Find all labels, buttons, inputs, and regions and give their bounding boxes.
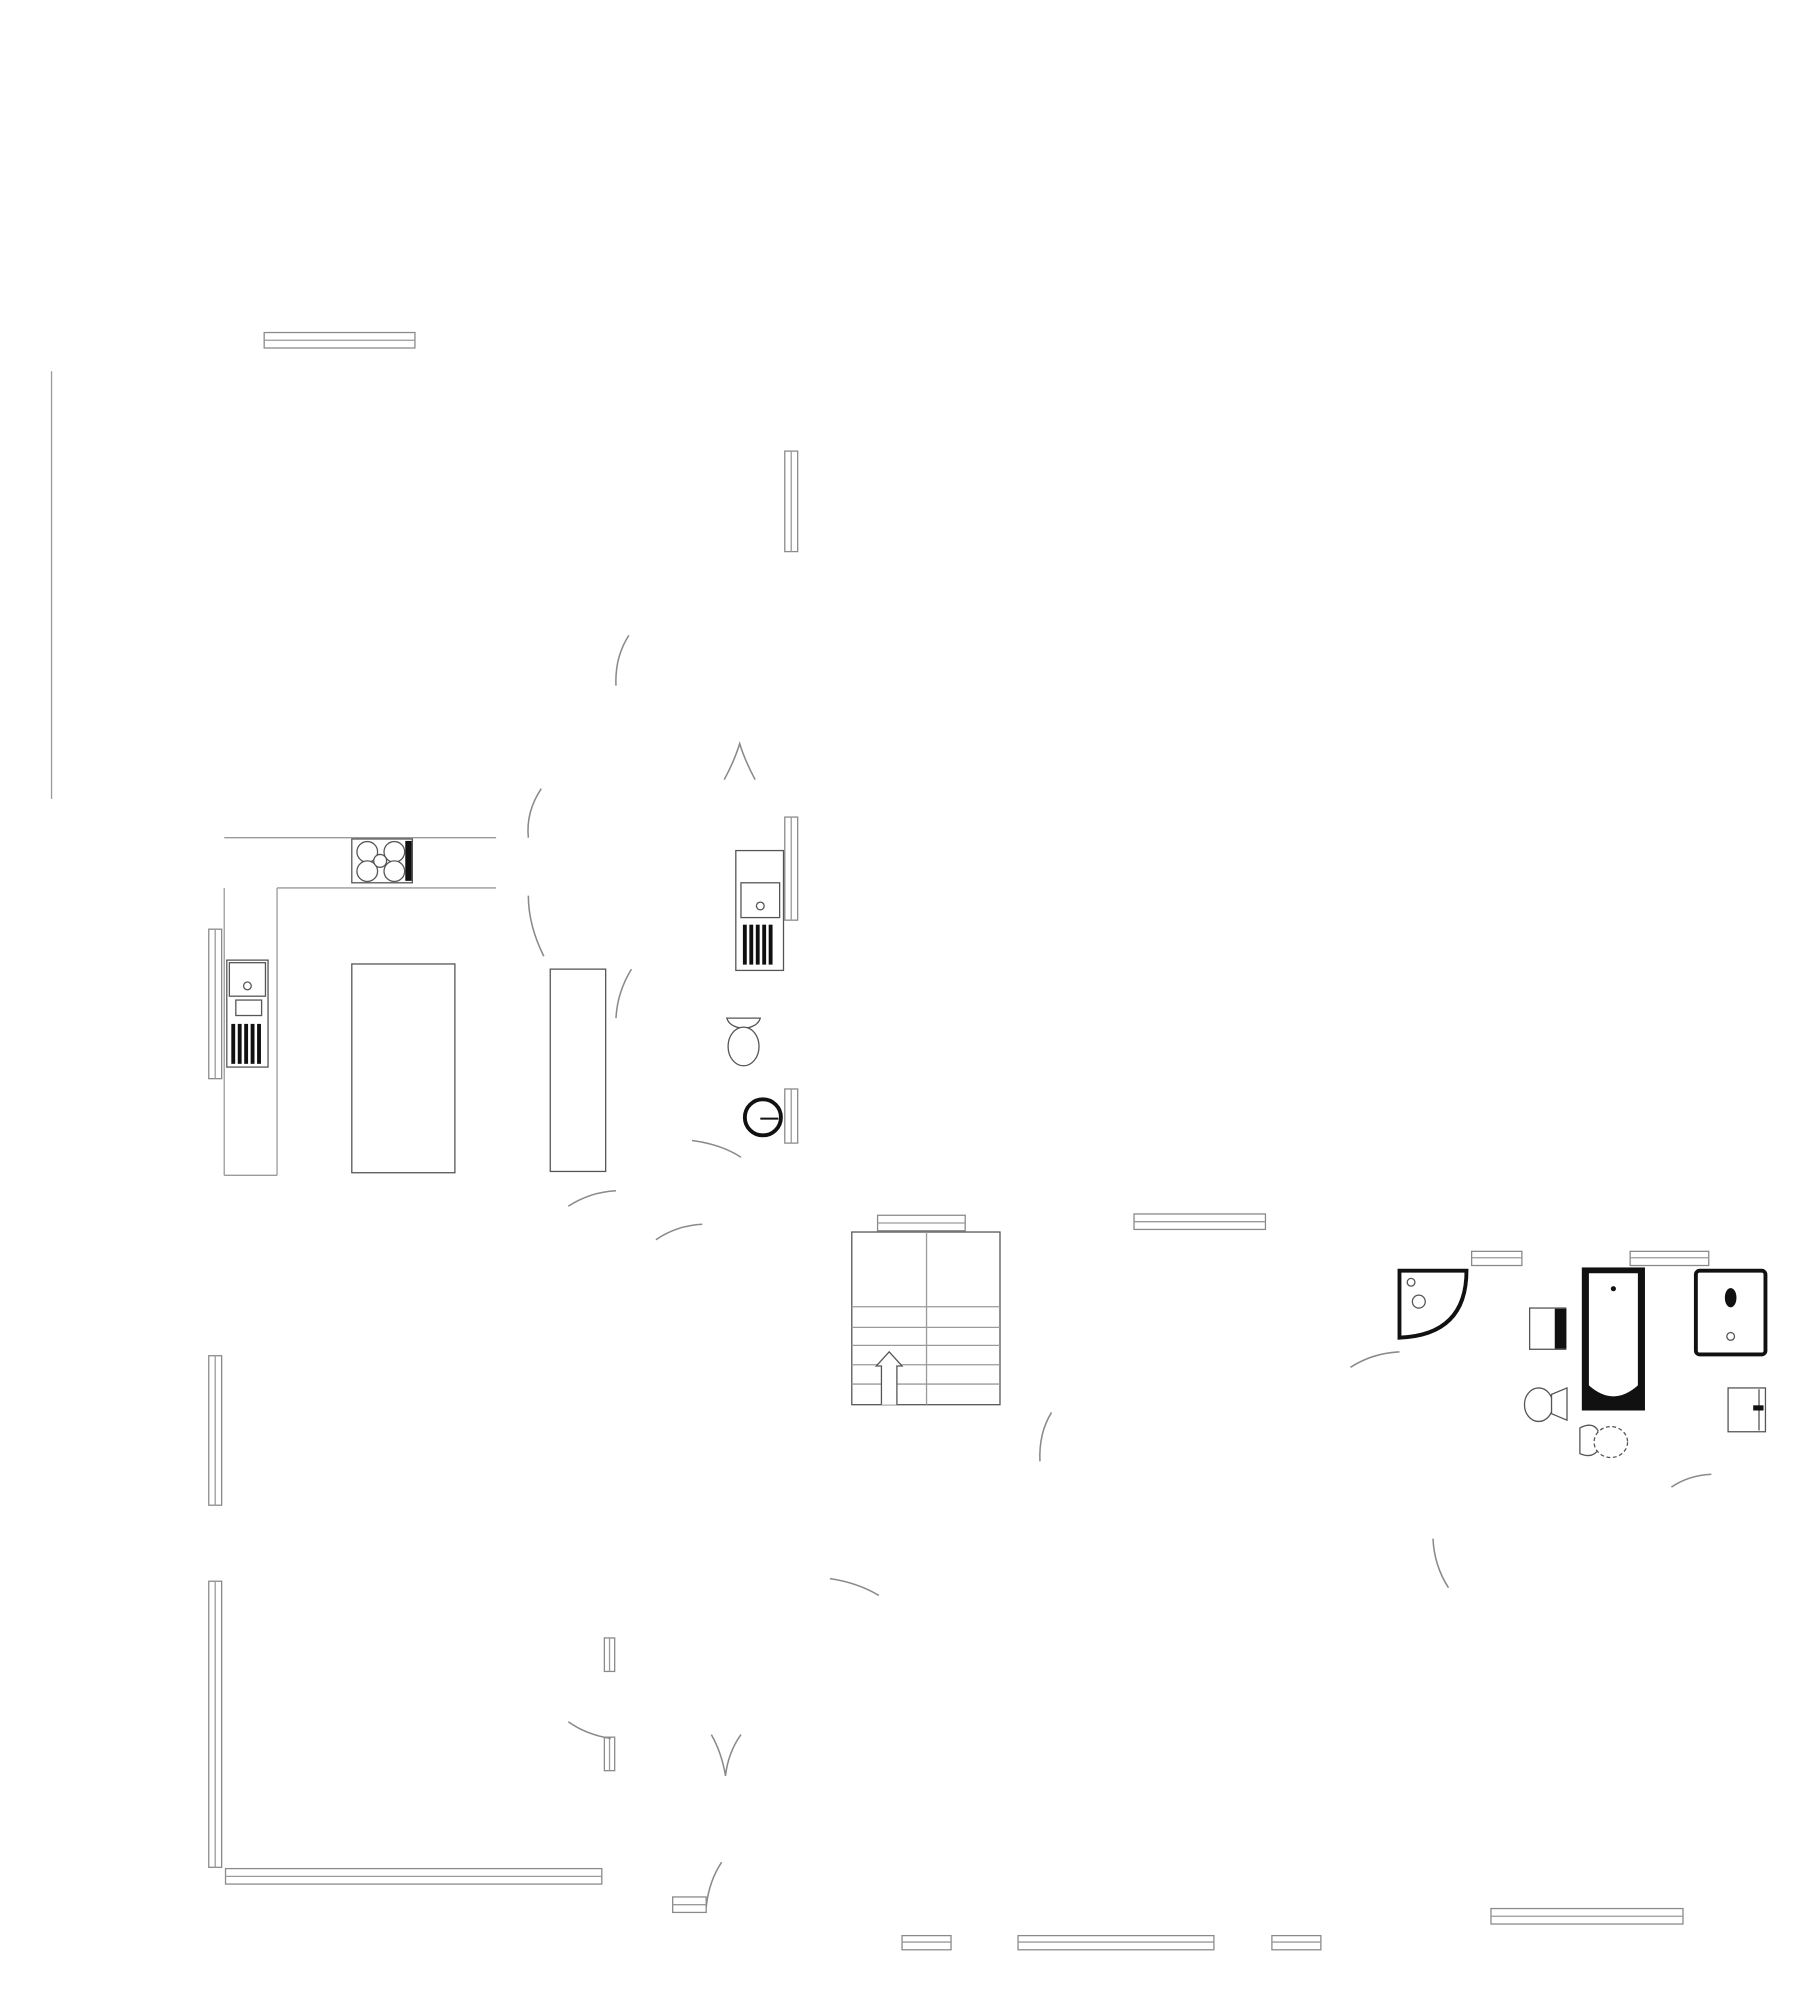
door-arc xyxy=(1670,1473,1712,1488)
door-arc xyxy=(705,1861,723,1908)
door-arcs xyxy=(527,634,1712,1908)
window xyxy=(263,331,416,349)
window xyxy=(1490,1907,1684,1925)
windows xyxy=(208,331,1710,1951)
small-basin xyxy=(1727,1387,1767,1433)
door-arc xyxy=(1350,1351,1400,1368)
window xyxy=(672,1896,707,1914)
corner-shower xyxy=(1397,1268,1469,1340)
door-arc xyxy=(567,1190,617,1207)
window xyxy=(603,1736,616,1772)
door-arc xyxy=(655,1223,703,1241)
utility-sink xyxy=(735,849,785,972)
kitchen-sink xyxy=(226,959,269,1068)
window xyxy=(208,1355,223,1506)
door-arc xyxy=(527,895,545,957)
door-arc xyxy=(691,1139,742,1158)
bathroom-basin xyxy=(1528,1307,1567,1350)
window xyxy=(1629,1250,1710,1267)
shower-tray xyxy=(1693,1268,1768,1357)
kitchen-counter xyxy=(223,837,497,1176)
table xyxy=(549,968,607,1173)
window xyxy=(1470,1250,1523,1267)
bathroom-toilet xyxy=(1523,1386,1568,1423)
door-arc xyxy=(615,968,633,1019)
window xyxy=(208,928,223,1080)
wash-basin xyxy=(742,1097,783,1138)
window xyxy=(224,1867,603,1885)
toilet xyxy=(725,1017,762,1067)
door-arc xyxy=(1432,1538,1450,1589)
stair-arrow-icon xyxy=(874,1350,904,1405)
window xyxy=(784,1088,799,1144)
window xyxy=(1017,1934,1215,1951)
window xyxy=(784,450,799,553)
bathtub xyxy=(1581,1267,1645,1411)
kitchen-island xyxy=(351,963,456,1174)
window xyxy=(784,816,799,921)
door-arc xyxy=(829,1577,880,1597)
window xyxy=(1271,1934,1322,1951)
bidet xyxy=(1579,1424,1629,1459)
door-arc xyxy=(723,740,756,781)
window xyxy=(603,1637,616,1673)
door-arc xyxy=(615,634,630,686)
door-arc xyxy=(527,788,542,838)
door-arc xyxy=(1039,1412,1053,1462)
window xyxy=(1133,1213,1267,1231)
window xyxy=(208,1580,223,1868)
door-arc xyxy=(567,1721,611,1740)
door-arc xyxy=(710,1734,742,1776)
cooktop xyxy=(351,838,414,884)
staircase xyxy=(851,1231,1001,1406)
window xyxy=(901,1934,952,1951)
window xyxy=(876,1214,966,1232)
